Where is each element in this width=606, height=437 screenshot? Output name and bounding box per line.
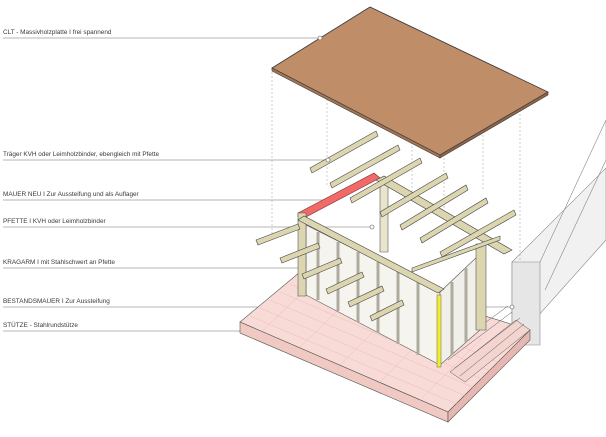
cantilever-5: [347, 285, 385, 308]
cantilever-6: [369, 299, 405, 322]
steel-column: [436, 294, 442, 368]
beam-2: [329, 144, 401, 189]
label-pfette: PFETTE I KVH oder Leimholzbinder: [3, 218, 106, 225]
beam-4: [379, 172, 449, 218]
existing-wall-outline: [539, 119, 606, 291]
label-clt: CLT - Massivholzplatte I frei spannend: [3, 29, 112, 36]
cantilever-2: [279, 242, 321, 264]
cantilevers: [255, 223, 405, 322]
clt-slab-top: [271, 6, 549, 156]
beam-5: [399, 184, 469, 231]
purlin-post-mid: [379, 181, 389, 253]
label-kragarm: KRAGARM I mit Stahlschwert an Pfette: [3, 259, 115, 266]
beam-7: [439, 209, 517, 258]
label-bestandsmauer: BESTANDSMAUER I Zur Aussteifung: [3, 298, 110, 305]
leader-dot-bestandsmauer: [509, 304, 515, 310]
clt-slab-edge-side: [439, 91, 549, 159]
beam-3: [349, 157, 423, 204]
deck-side-edge: [447, 329, 531, 423]
leader-dot-pfette: [369, 224, 375, 230]
facade-mullions-right: [450, 268, 468, 355]
facade-mullions: [316, 232, 420, 355]
label-traeger: Träger KVH oder Leimholzbinder, ebenglei…: [3, 151, 160, 158]
cantilever-1: [255, 223, 301, 246]
purlin-front: [297, 215, 445, 294]
beam-6: [419, 197, 489, 244]
cantilever-4: [325, 271, 365, 295]
cantilever-3: [301, 257, 343, 280]
beam-1: [309, 130, 379, 174]
beams: [309, 130, 517, 258]
label-mauer-neu: MAUER NEU I Zur Aussteifung und als Aufl…: [3, 191, 139, 198]
leader-dot-traeger: [325, 157, 331, 163]
label-stuetze: STÜTZE - Stahlrundstütze: [3, 322, 78, 329]
leader-dot-clt: [317, 35, 323, 41]
purlin-post-right: [475, 243, 487, 331]
purlin-side: [411, 235, 501, 273]
